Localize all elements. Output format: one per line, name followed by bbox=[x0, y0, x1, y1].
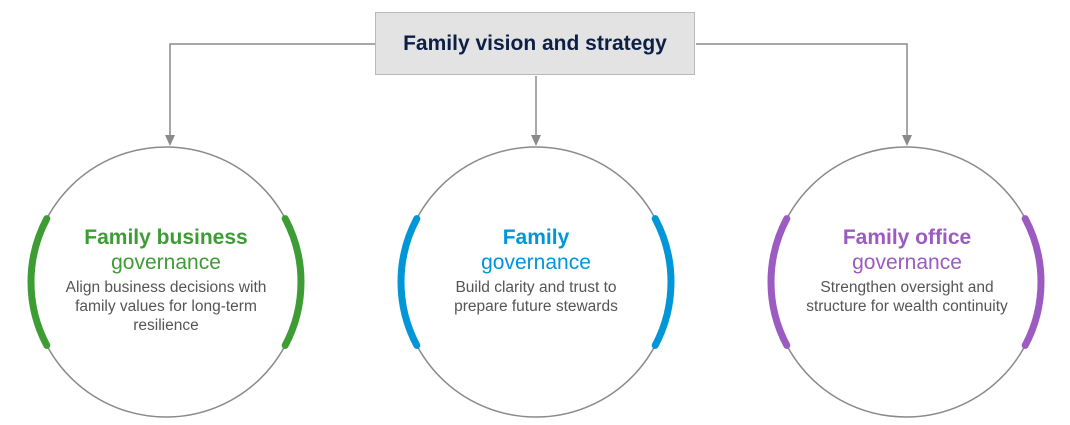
accent-arc-right bbox=[651, 215, 675, 349]
node-subtitle: governance bbox=[852, 251, 962, 274]
arrow-middle-icon bbox=[531, 135, 541, 146]
node-family-office-governance: Family office governance Strengthen over… bbox=[782, 226, 1032, 316]
accent-arc-right bbox=[1021, 215, 1045, 349]
node-description: Strengthen oversight and structure for w… bbox=[806, 279, 1008, 315]
node-description: Align business decisions with family val… bbox=[65, 279, 267, 334]
vision-strategy-box: Family vision and strategy bbox=[375, 12, 695, 75]
node-description: Build clarity and trust to prepare futur… bbox=[454, 279, 618, 315]
accent-arc-left bbox=[397, 215, 421, 349]
accent-arc-left bbox=[27, 215, 51, 349]
node-family-governance: Family governance Build clarity and trus… bbox=[411, 226, 661, 316]
accent-arc-left bbox=[767, 215, 791, 349]
node-title: Family business bbox=[84, 226, 248, 249]
node-title: Family office bbox=[842, 226, 972, 249]
connector-right bbox=[696, 43, 908, 140]
accent-arc-right bbox=[281, 215, 305, 349]
arrow-right-icon bbox=[902, 135, 912, 146]
node-title: Family bbox=[502, 226, 570, 249]
connector-left bbox=[169, 43, 375, 140]
arrow-left-icon bbox=[165, 135, 175, 146]
node-family-business-governance: Family business governance Align busines… bbox=[41, 226, 291, 335]
node-subtitle: governance bbox=[481, 251, 591, 274]
node-subtitle: governance bbox=[111, 251, 221, 274]
